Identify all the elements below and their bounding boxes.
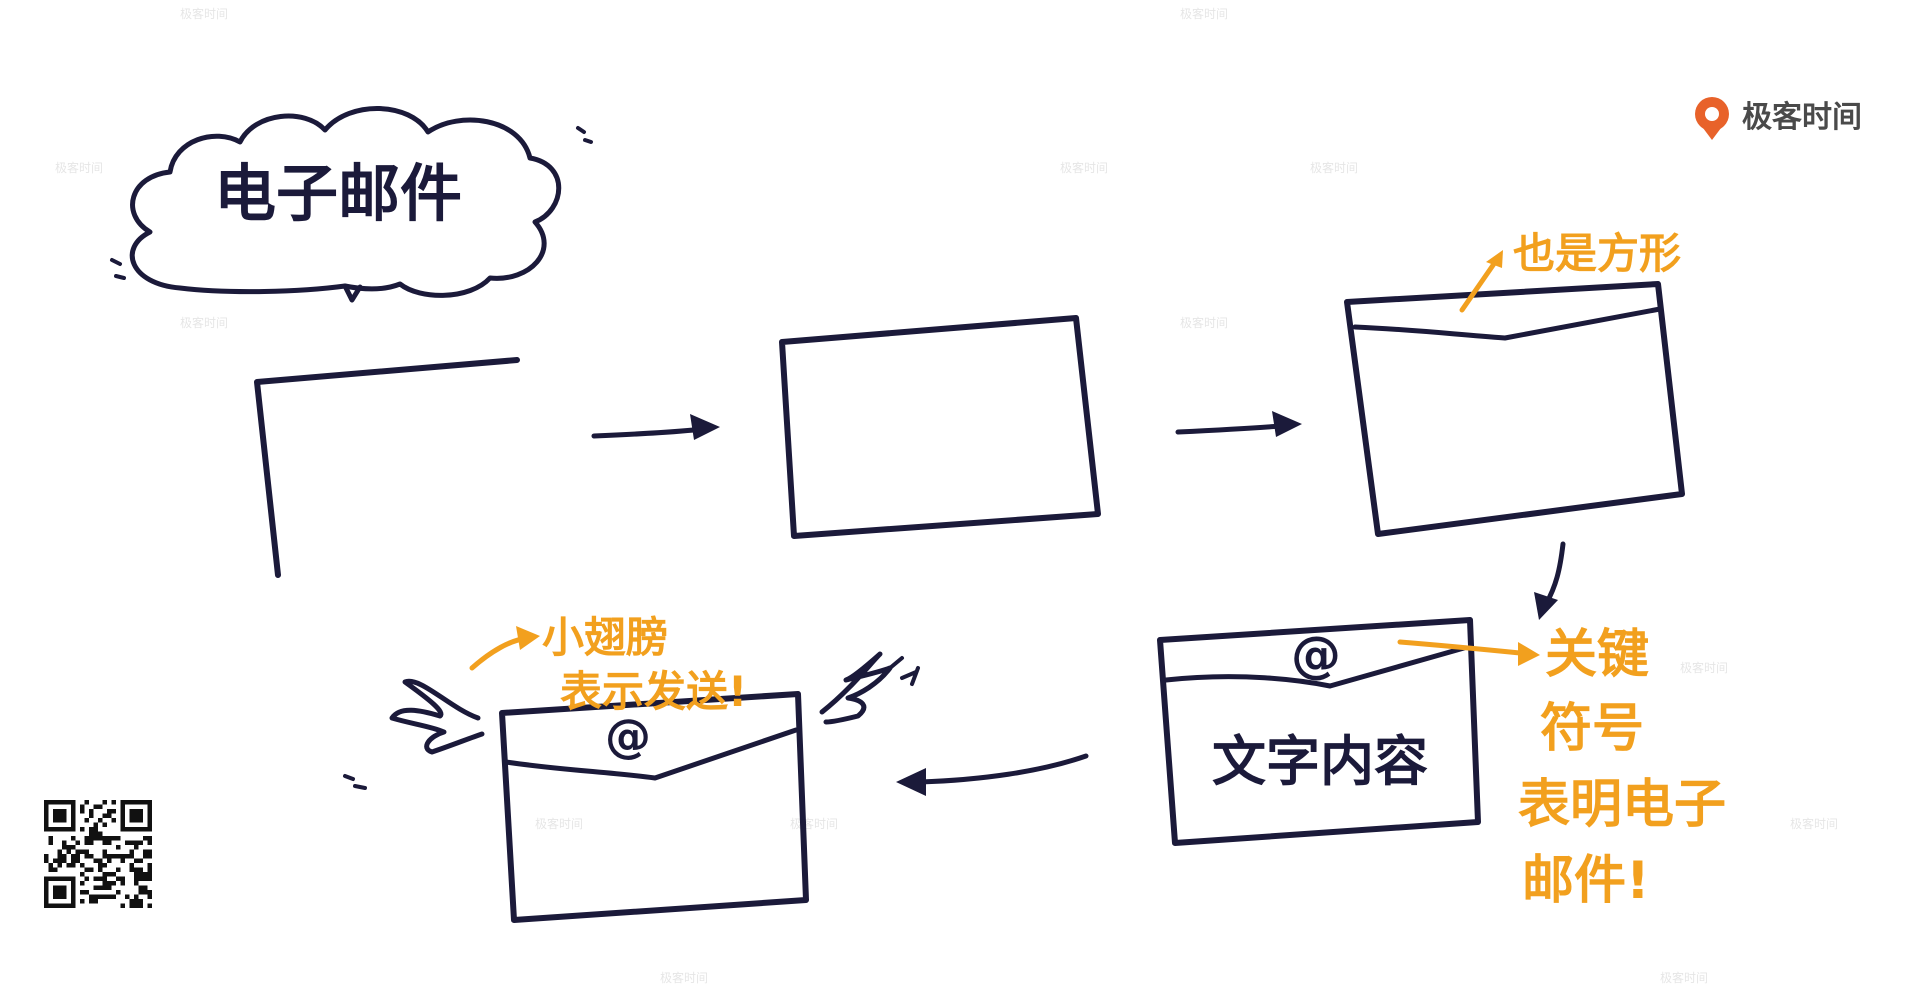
arrow-icon <box>896 753 1089 796</box>
envelope-with-wings: @ <box>343 651 920 923</box>
watermark-text: 极客时间 <box>535 816 583 831</box>
watermark-text: 极客时间 <box>660 970 708 985</box>
at-symbol: @ <box>1291 626 1341 684</box>
watermark-text: 极客时间 <box>180 6 228 21</box>
keyword-annotation: 关键 符号 表明电子 邮件! <box>1397 625 1726 911</box>
wing-icon <box>819 651 893 725</box>
rectangle-annotation: 也是方形 <box>1459 229 1681 313</box>
watermark-text: 极客时间 <box>1060 160 1108 175</box>
at-symbol-small: @ <box>605 709 651 763</box>
envelope-icon <box>1344 281 1685 537</box>
rectangle-note: 也是方形 <box>1513 229 1681 278</box>
wings-annotation: 小翅膀 表示发送! <box>469 613 747 716</box>
geektime-logo-icon <box>1695 97 1729 140</box>
keyword-note-line4: 邮件! <box>1522 851 1650 911</box>
qr-code-icon <box>44 800 152 908</box>
logo-text: 极客时间 <box>1742 100 1862 135</box>
corner-stroke <box>254 357 520 578</box>
wing-icon <box>389 678 485 755</box>
cloud-bubble-icon <box>129 106 562 298</box>
wings-note-line1: 小翅膀 <box>542 613 668 662</box>
watermark-text: 极客时间 <box>1660 970 1708 985</box>
rectangle-step <box>779 315 1101 539</box>
wings-note-line2: 表示发送! <box>560 667 747 716</box>
keyword-note-line3: 表明电子 <box>1518 775 1726 835</box>
watermark-text: 极客时间 <box>1790 816 1838 831</box>
envelope-with-content: @ 文字内容 <box>1157 617 1481 846</box>
watermark-text: 极客时间 <box>1180 315 1228 330</box>
arrow-icon <box>1175 411 1302 437</box>
watermark-layer: 极客时间 极客时间 极客时间 极客时间 极客时间 极客时间 极客时间 极客时间 … <box>55 6 1838 985</box>
watermark-text: 极客时间 <box>1310 160 1358 175</box>
content-label: 文字内容 <box>1212 730 1428 793</box>
keyword-note-line1: 关键 <box>1545 625 1649 685</box>
title-cloud: 电子邮件 <box>110 106 593 303</box>
watermark-text: 极客时间 <box>790 816 838 831</box>
watermark-text: 极客时间 <box>55 160 103 175</box>
page-title: 电子邮件 <box>214 157 462 230</box>
watermark-text: 极客时间 <box>1180 6 1228 21</box>
arrow-icon <box>1534 541 1566 620</box>
arrow-icon <box>591 414 720 440</box>
watermark-text: 极客时间 <box>1680 660 1728 675</box>
keyword-note-line2: 符号 <box>1540 699 1644 759</box>
watermark-text: 极客时间 <box>180 315 228 330</box>
geektime-logo: 极客时间 <box>1695 97 1862 140</box>
